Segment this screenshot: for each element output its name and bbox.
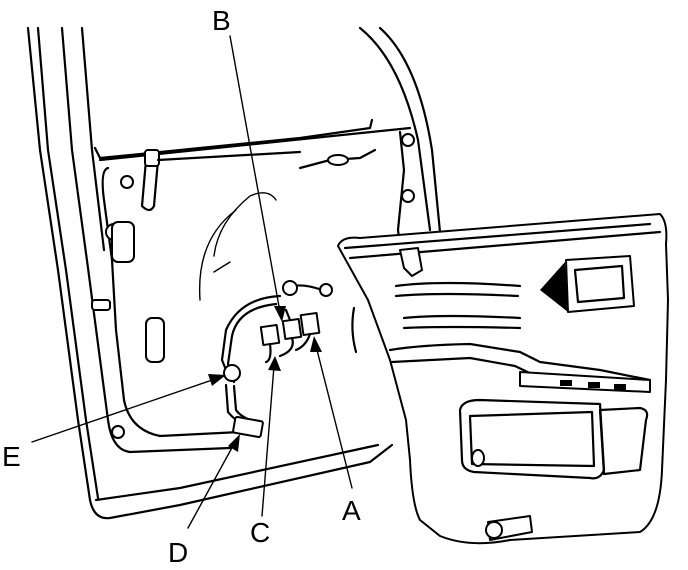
callout-b-label: B bbox=[212, 5, 231, 36]
callout-c-label: C bbox=[250, 517, 270, 548]
wire-harness bbox=[220, 280, 333, 438]
callout-a-label: A bbox=[342, 495, 361, 526]
callout-e-label: E bbox=[2, 441, 21, 472]
door-panel-details bbox=[91, 133, 415, 439]
leader-lines bbox=[31, 35, 353, 529]
door-trim-panel bbox=[337, 213, 669, 545]
door-frame bbox=[26, 26, 442, 520]
callout-d-label: D bbox=[168, 537, 188, 568]
